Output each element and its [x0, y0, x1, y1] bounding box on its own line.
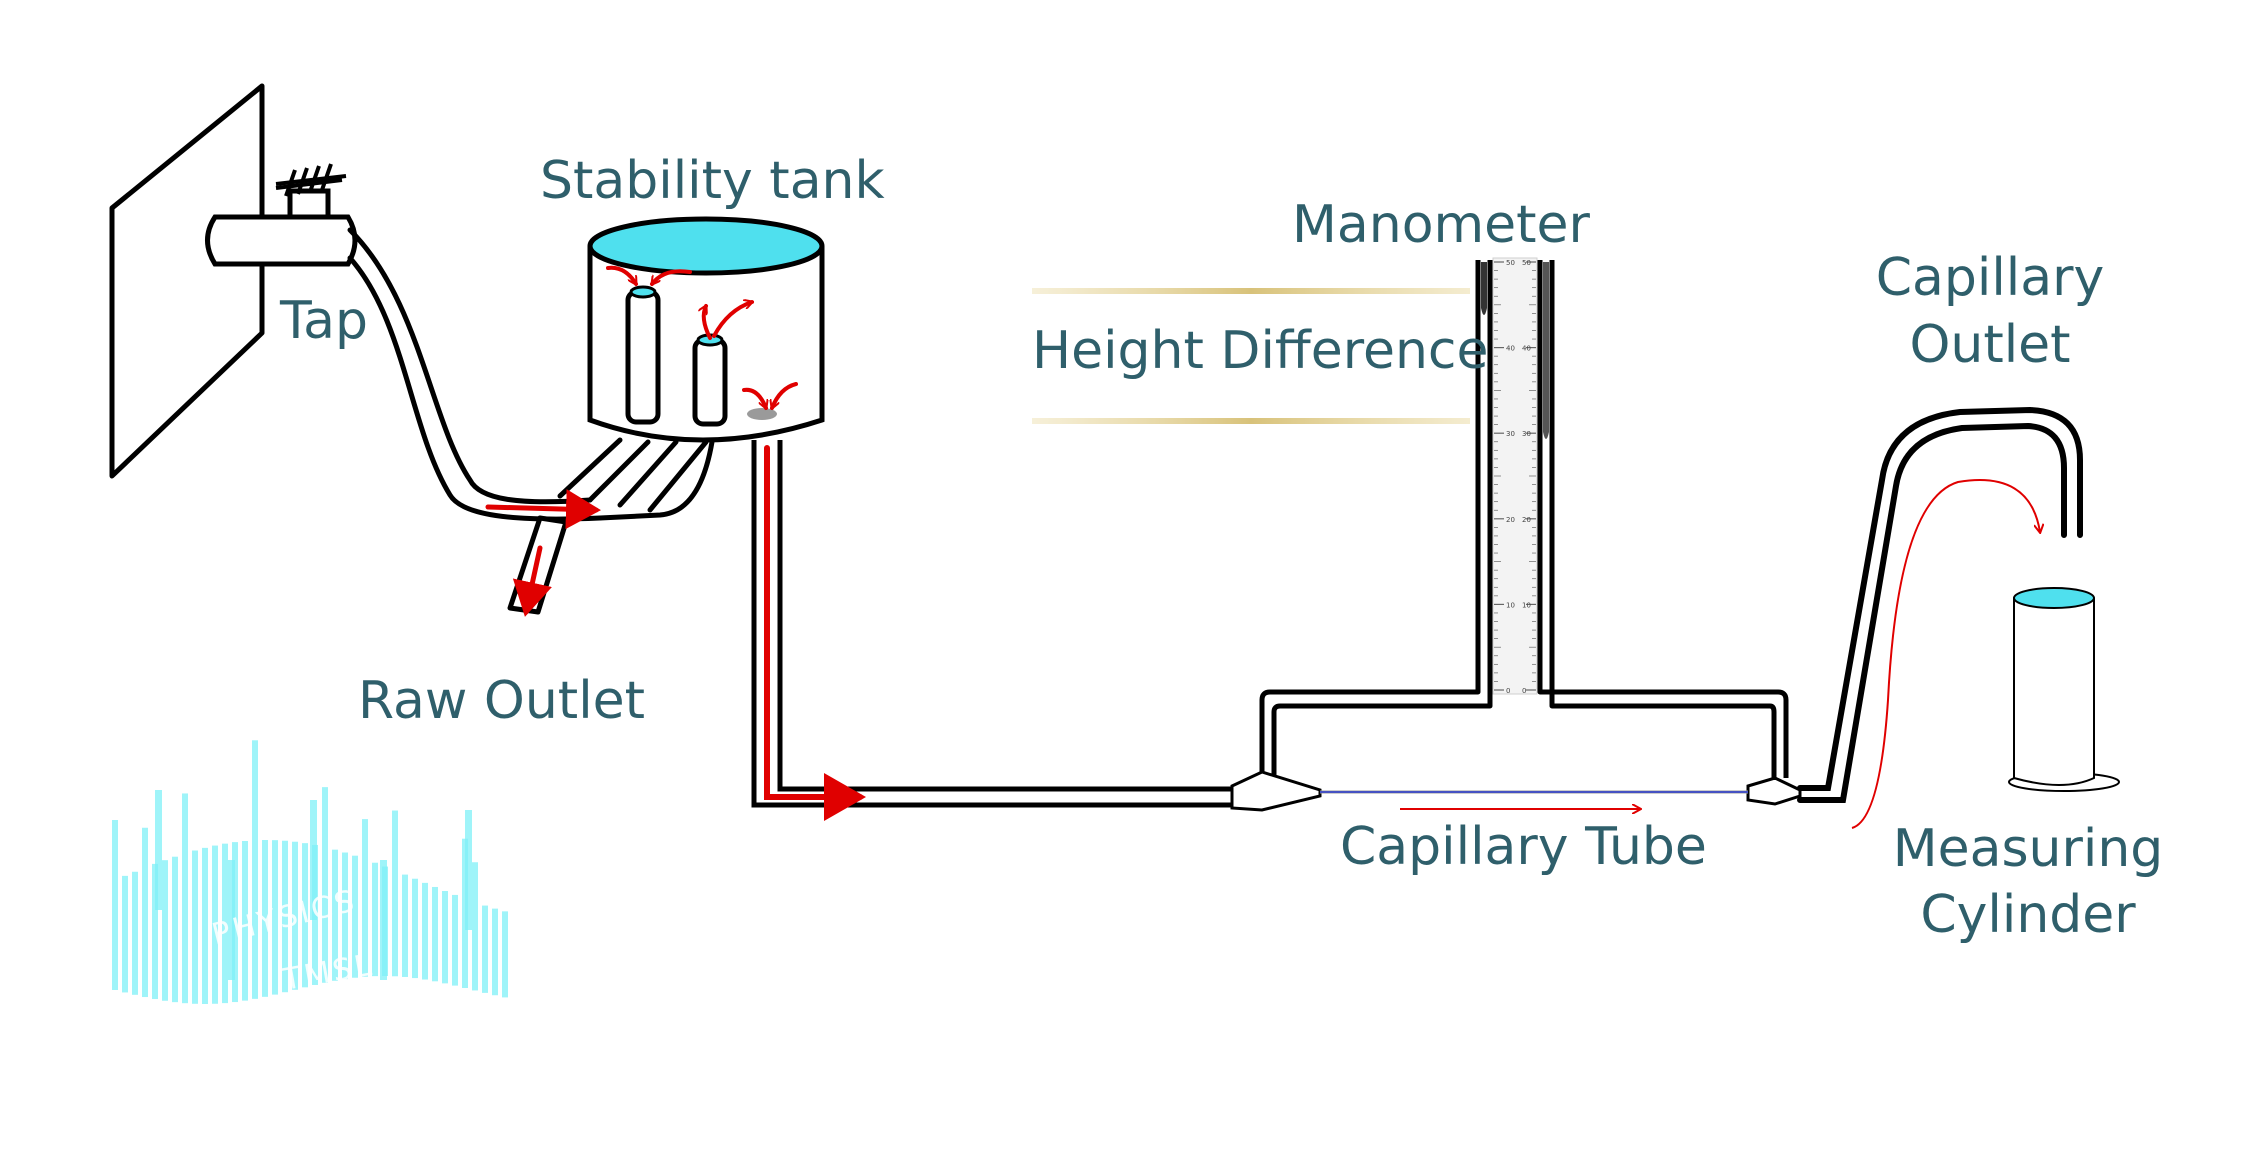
physics-tmsl-logo: PHYSICS TMSL [112, 740, 508, 1004]
logo-bar [282, 840, 288, 993]
logo-bar [442, 891, 448, 984]
logo-bar [112, 820, 118, 990]
supply-hose [347, 227, 603, 522]
logo-bar [342, 852, 348, 980]
tank-outflow-pipes [557, 437, 715, 521]
logo-bar [332, 849, 338, 981]
flow-arrows-junction [485, 489, 601, 617]
overflow-tube-2 [692, 337, 728, 427]
tank-water-surface [587, 216, 825, 276]
feed-pipe [751, 440, 1232, 808]
logo-bar [155, 790, 162, 910]
manometer-tick-label-left: 30 [1506, 430, 1515, 438]
label-capillary-outlet-line1: Capillary [1876, 248, 2105, 308]
capillary-tube-assembly [1230, 770, 1802, 810]
logo-bar [172, 856, 178, 1003]
logo-bar [392, 810, 398, 977]
manometer-tick-label-left: 10 [1506, 601, 1515, 609]
capillary-outlet-pipe [1797, 406, 2083, 803]
logo-bar [465, 810, 472, 930]
logo-bar [162, 860, 168, 1001]
logo-bar [310, 800, 317, 920]
cylinder-water-surface [2013, 587, 2095, 609]
outlet-flow-arrow [1851, 479, 2040, 829]
height-difference-lines [1032, 288, 1470, 424]
manometer-connector-pipes [1259, 260, 1789, 780]
logo-bar [302, 843, 308, 988]
manometer-tick-label-left: 40 [1506, 345, 1515, 353]
logo-bar [432, 886, 438, 982]
logo-bar [262, 840, 268, 997]
wall-plate [109, 83, 265, 479]
logo-bar [228, 860, 235, 980]
logo-bar [502, 911, 508, 998]
label-capillary-outlet-line2: Outlet [1909, 315, 2070, 375]
manometer-tick-label-right: 30 [1522, 430, 1531, 438]
left-meniscus [1481, 262, 1487, 315]
tap [205, 163, 358, 267]
logo-bar [242, 840, 248, 1001]
logo-bar [472, 862, 478, 991]
logo-bar [452, 894, 458, 986]
tap-handle-icon [275, 163, 347, 197]
logo-bar [372, 862, 378, 977]
flow-arrows-feed-pipe [764, 445, 866, 821]
label-measuring-cylinder-line2: Cylinder [1920, 885, 2136, 945]
manometer: 50 40 30 20 10 0 50 40 30 20 10 0 [1481, 257, 1549, 695]
logo-bar [492, 908, 498, 996]
right-meniscus [1543, 262, 1549, 439]
overflow-tube-1 [625, 289, 661, 425]
logo-bar [482, 905, 488, 993]
manometer-tick-label-right: 10 [1522, 601, 1531, 609]
logo-bar [222, 843, 228, 1004]
measuring-cylinder [2008, 587, 2120, 792]
label-capillary-tube: Capillary Tube [1340, 817, 1707, 877]
tank-drain [747, 408, 777, 420]
label-stability-tank: Stability tank [540, 151, 885, 211]
logo-bar [212, 845, 218, 1004]
logo-bar [272, 840, 278, 995]
manometer-tick-label-right: 50 [1522, 259, 1531, 267]
logo-bar [292, 841, 298, 990]
label-raw-outlet: Raw Outlet [358, 671, 645, 731]
logo-bar [152, 863, 158, 1000]
logo-bar [380, 860, 387, 980]
manometer-tick-label-right: 40 [1522, 345, 1531, 353]
manometer-tick-label-left: 0 [1506, 687, 1510, 695]
logo-bar [142, 827, 148, 998]
manometer-tick-label-right: 0 [1522, 687, 1526, 695]
manometer-tick-label-left: 20 [1506, 516, 1515, 524]
logo-bar [412, 878, 418, 979]
manometer-tick-label-right: 20 [1522, 516, 1531, 524]
logo-bar [192, 850, 198, 1004]
logo-bar [182, 793, 188, 1004]
label-height-difference: Height Difference [1032, 321, 1489, 381]
logo-bar [122, 875, 128, 993]
manometer-tick-label-left: 50 [1506, 259, 1515, 267]
logo-bar [402, 874, 408, 977]
stability-tank [587, 216, 825, 443]
logo-bar [422, 882, 428, 980]
logo-bar [352, 855, 358, 978]
logo-bar [322, 787, 328, 983]
logo-bar [132, 871, 138, 995]
label-measuring-cylinder-line1: Measuring [1893, 819, 2164, 879]
label-tap: Tap [279, 291, 368, 351]
logo-bar [362, 819, 368, 977]
logo-bar [202, 847, 208, 1004]
logo-bar [252, 740, 258, 999]
label-manometer: Manometer [1292, 195, 1591, 255]
manometer-ticks: 50 40 30 20 10 0 50 40 30 20 10 0 [1494, 259, 1536, 695]
